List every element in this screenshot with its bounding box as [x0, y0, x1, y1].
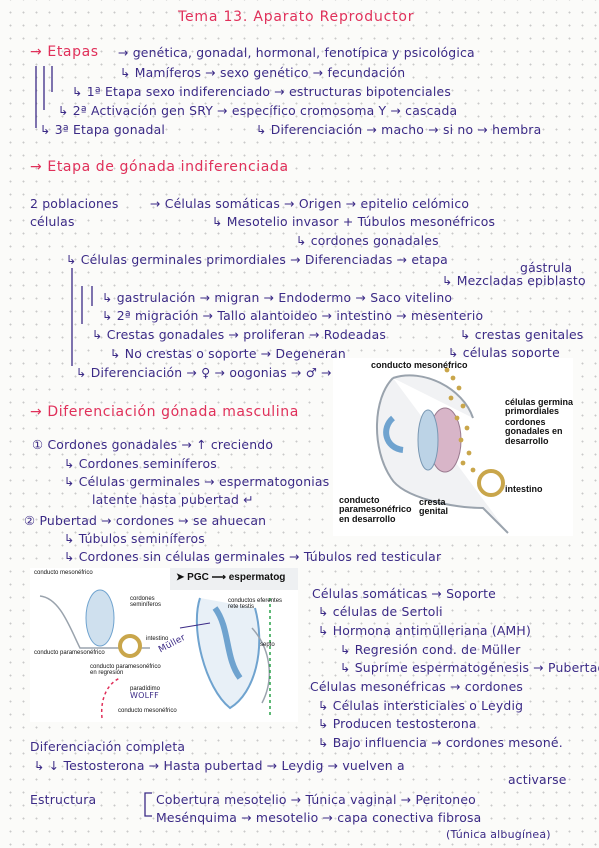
- masc-l2: ↳ Cordones seminíferos: [64, 456, 217, 471]
- fig1-conducto-paramesonefrico: conducto paramesonéfrico en desarrollo: [339, 495, 412, 524]
- som-l1: Células somáticas → Soporte: [312, 586, 496, 601]
- ind-l1a: 2 poblaciones: [30, 196, 119, 211]
- fig2-paradidimo: paradídimo: [130, 686, 161, 692]
- fig2-cordones-seminiferos: cordones seminíferos: [130, 596, 162, 609]
- figure2-drawing: [39, 568, 298, 719]
- etapas-line5: ↳ 3ª Etapa gonadal: [40, 122, 166, 137]
- som-l5: ↳ Suprime espermatogénesis → Pubertad: [340, 660, 599, 675]
- fig2-conducto-paramesonefrico: conducto paramesonéfrico: [34, 650, 105, 656]
- fig1-conducto-mesonefrico: conducto mesonéfrico: [371, 360, 468, 370]
- estructura-label: Estructura: [30, 792, 97, 807]
- fig2-septo: septo: [260, 642, 275, 648]
- som-l4: ↳ Regresión cond. de Müller: [340, 642, 521, 657]
- completa-l2: ↳ ↓ Testosterona → Hasta pubertad → Leyd…: [34, 758, 405, 773]
- ind-l3: ↳ cordones gonadales: [296, 233, 439, 248]
- fig2-wolff-note: WOLFF: [130, 691, 159, 700]
- figure-gonada-masculina: conducto mesonéfrico ➤ PGC ⟶ espermatog …: [30, 568, 298, 722]
- masc-l1: ① Cordones gonadales → ↑ creciendo: [32, 437, 274, 452]
- completa-l1: Diferenciación completa: [30, 739, 186, 754]
- fig2-pgc-label: ➤ PGC ⟶ espermatog: [176, 572, 286, 583]
- ind-l4b: gástrula: [520, 260, 573, 275]
- fig2-conducto-mesonefrico-bottom: conducto mesonéfrico: [118, 708, 177, 714]
- som-l9: ↳ Bajo influencia → cordones mesoné.: [318, 735, 563, 750]
- etapas-line2: ↳ Mamíferos → sexo genético → fecundació…: [120, 65, 406, 80]
- fig2-intestino: intestino: [146, 636, 169, 642]
- ind-l8b: ↳ crestas genitales: [460, 327, 584, 342]
- fig1-cresta-genital: cresta genital: [419, 497, 449, 517]
- etapas-line1: → genética, gonadal, hormonal, fenotípic…: [118, 45, 475, 60]
- som-l6: Células mesonéfricas → cordones: [310, 679, 524, 694]
- completa-l2b: activarse: [508, 772, 567, 787]
- estructura-l3: (Túnica albugínea): [446, 828, 551, 841]
- ind-bracket: [71, 268, 93, 366]
- ind-l1c: células: [30, 214, 75, 229]
- fig1-cordones: cordones gonadales en desarrollo: [505, 417, 563, 446]
- etapas-heading: → Etapas: [30, 44, 99, 60]
- som-l7: ↳ Células intersticiales o Leydig: [318, 698, 524, 713]
- etapas-line3: ↳ 1ª Etapa sexo indiferenciado → estruct…: [72, 84, 451, 99]
- indiferenciada-heading: → Etapa de gónada indiferenciada: [30, 159, 289, 175]
- masculina-heading: → Diferenciación gónada masculina: [30, 404, 299, 420]
- etapas-bracket: [35, 66, 53, 128]
- ind-l9b: ↳ células soporte: [448, 345, 560, 360]
- estructura-l2: Mesénquima → mesotelio → capa conectiva …: [156, 810, 482, 825]
- masc-l4: latente hasta pubertad ↵: [92, 492, 254, 507]
- ind-l1b: → Células somáticas → Origen → epitelio …: [150, 196, 470, 211]
- ind-l8: ↳ Crestas gonadales → proliferan → Rodea…: [92, 327, 387, 342]
- fig2-conducto-regresion: conducto paramesonéfrico en regresión: [90, 664, 161, 677]
- ind-l2: ↳ Mesotelio invasor + Túbulos mesonéfric…: [212, 214, 496, 229]
- estructura-l1: Cobertura mesotelio → Túnica vaginal → P…: [156, 792, 476, 807]
- figure-gonada-indiferenciada: conducto mesonéfrico células germinales …: [333, 358, 573, 536]
- ind-l7: ↳ 2ª migración → Tallo alantoideo → inte…: [102, 308, 484, 323]
- masc-l6: ↳ Túbulos seminíferos: [64, 531, 205, 546]
- estructura-bracket: [144, 792, 152, 817]
- fig2-conducto-mesonefrico-top: conducto mesonéfrico: [34, 570, 93, 576]
- fig1-celulas-germinales: células germinales primordiales: [505, 397, 573, 417]
- fig2-conductos-eferentes: conductos eferentes rete testis: [228, 598, 283, 611]
- fig1-intestino: intestino: [505, 484, 543, 494]
- etapas-line4: ↳ 2ª Activación gen SRY → específico cro…: [58, 103, 458, 118]
- figure1-drawing: [375, 367, 509, 534]
- etapas-line5b: ↳ Diferenciación → macho → si no → hembr…: [256, 122, 542, 137]
- ind-l4: ↳ Células germinales primordiales → Dife…: [66, 252, 448, 267]
- som-l2: ↳ células de Sertoli: [318, 604, 443, 619]
- ind-l6: ↳ gastrulación → migran → Endodermo → Sa…: [102, 290, 453, 305]
- ind-l5: ↳ Mezcladas epiblasto: [442, 273, 586, 288]
- masc-l3: ↳ Células germinales → espermatogonias: [64, 474, 330, 489]
- page-title: Tema 13. Aparato Reproductor: [178, 9, 415, 25]
- som-l8: ↳ Producen testosterona: [318, 716, 477, 731]
- som-l3: ↳ Hormona antimülleriana (AMH): [318, 623, 531, 638]
- ind-l9: ↳ No crestas o soporte → Degeneran: [110, 346, 346, 361]
- masc-l5: ② Pubertad → cordones → se ahuecan: [24, 513, 267, 528]
- masc-l7: ↳ Cordones sin células germinales → Túbu…: [64, 549, 442, 564]
